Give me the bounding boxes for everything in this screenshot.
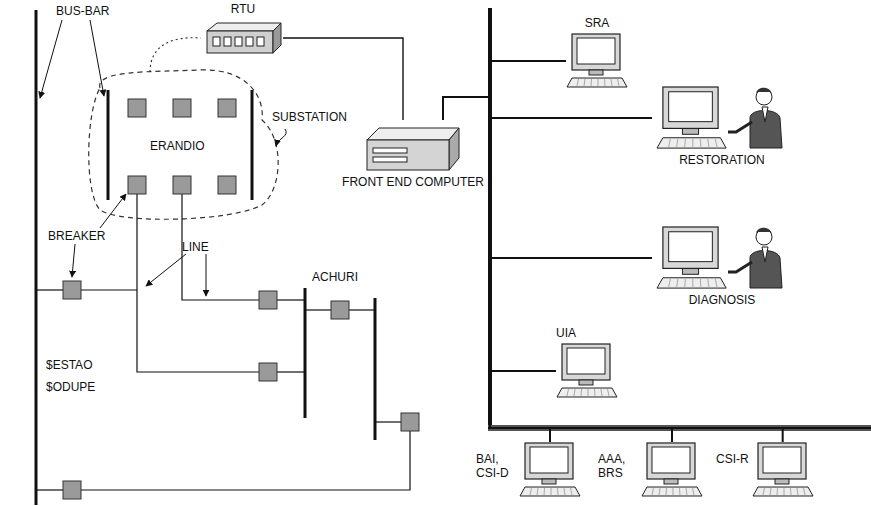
- person-picture: [652, 86, 792, 150]
- pc-icon: [520, 443, 580, 496]
- workstation: SRA: [566, 16, 628, 89]
- bus-bar: [251, 90, 254, 200]
- person-icon: [657, 87, 782, 148]
- bus-bar: [107, 90, 110, 200]
- rtu-picture: [203, 19, 283, 57]
- node-label: FRONT END COMPUTER: [342, 175, 484, 189]
- rtu-device: RTU: [203, 2, 283, 57]
- part-label: BUS-BAR: [56, 4, 109, 18]
- node-label: UIA: [556, 326, 576, 340]
- front-end-computer: FRONT END COMPUTER: [342, 120, 484, 189]
- part-label: ACHURI: [312, 270, 358, 284]
- network-link: [443, 61, 566, 120]
- part-label: BREAKER: [48, 229, 105, 243]
- fec-icon: [367, 128, 459, 170]
- person-icon: [657, 227, 782, 288]
- part-label: $ODUPE: [46, 380, 95, 394]
- network-link: [283, 38, 403, 120]
- part-label: SUBSTATION: [272, 110, 347, 124]
- node-label: RTU: [231, 2, 255, 16]
- network-link: [443, 97, 652, 120]
- leader-arrow: [40, 20, 286, 296]
- workstation: AAA, BRS: [598, 442, 703, 498]
- workstation: UIA: [556, 326, 618, 399]
- workstation: CSI-R: [716, 442, 814, 498]
- pc-picture: [556, 343, 618, 399]
- rtu-icon: [207, 23, 281, 53]
- pc-picture: [519, 442, 581, 498]
- node-label: AAA, BRS: [598, 452, 638, 480]
- network-link: [443, 97, 550, 442]
- pc-icon: [642, 443, 702, 496]
- fec-picture: [365, 120, 461, 172]
- node-label: RESTORATION: [679, 153, 765, 167]
- pc-picture: [752, 442, 814, 498]
- bus-bar: [35, 10, 38, 505]
- part-label: $ESTAO: [46, 358, 92, 372]
- network-link: [443, 97, 783, 442]
- part-label: ERANDIO: [150, 139, 205, 153]
- node-label: CSI-R: [716, 452, 749, 466]
- pc-icon: [753, 443, 813, 496]
- bus-bar: [304, 288, 307, 418]
- workstation: BAI, CSI-D: [476, 442, 581, 498]
- substation-outline: [89, 70, 278, 219]
- substation-outline: [150, 38, 201, 72]
- node-label: SRA: [585, 16, 610, 30]
- pc-picture: [566, 33, 628, 89]
- workstation: RESTORATION: [652, 86, 792, 167]
- person-picture: [652, 226, 792, 290]
- pc-icon: [567, 34, 627, 87]
- pc-picture: [641, 442, 703, 498]
- node-label: BAI, CSI-D: [476, 452, 516, 480]
- workstation: DIAGNOSIS: [652, 226, 792, 307]
- node-label: DIAGNOSIS: [689, 293, 756, 307]
- network-link: [443, 97, 672, 442]
- breaker-symbol: [63, 99, 419, 499]
- part-label: LINE: [182, 240, 209, 254]
- network-link: [443, 97, 556, 371]
- pc-icon: [557, 344, 617, 397]
- bus-bar: [374, 298, 377, 440]
- power-line: [36, 194, 410, 490]
